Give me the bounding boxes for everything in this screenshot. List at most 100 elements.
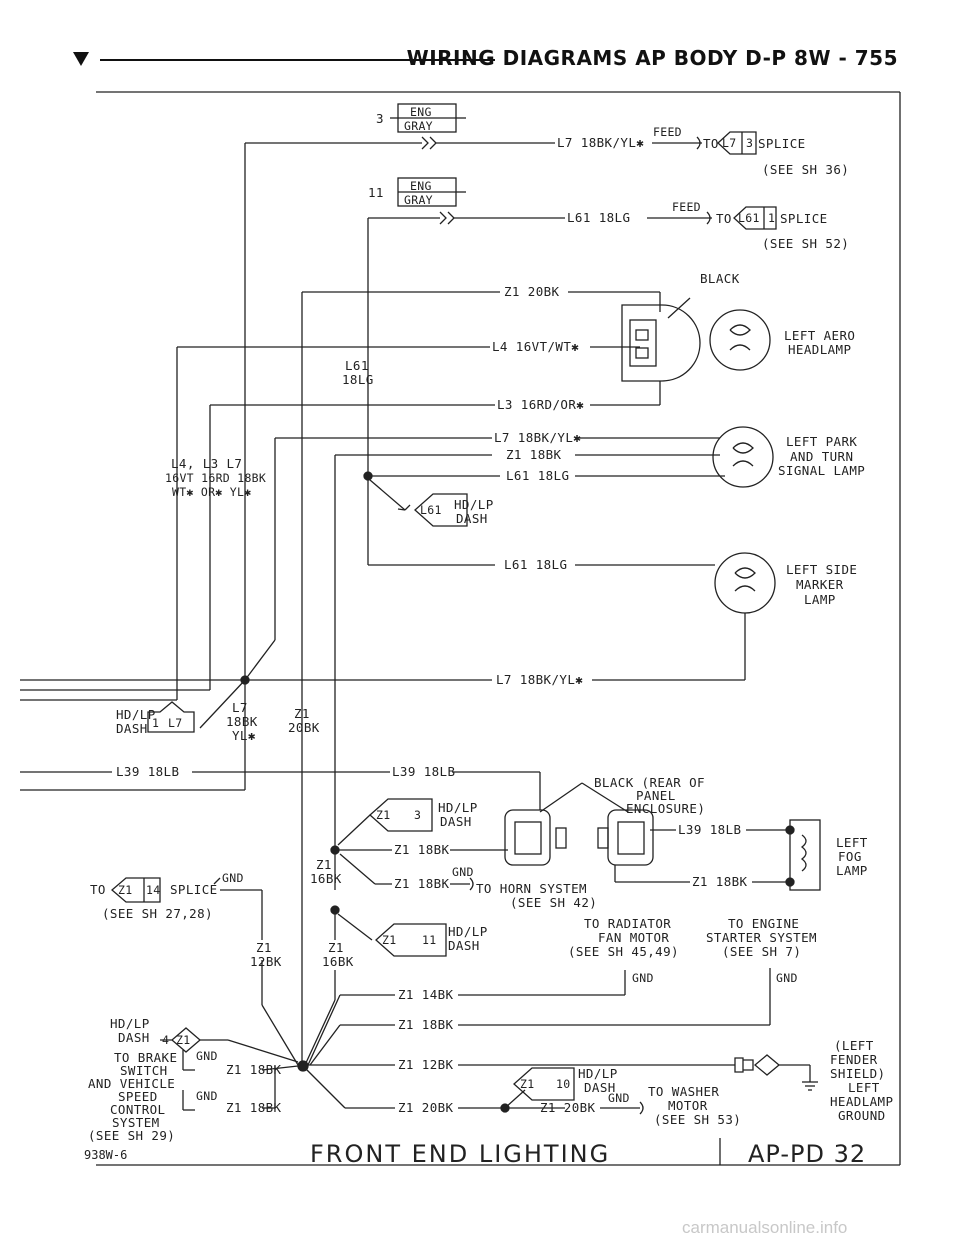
to-l61-pre: TO — [716, 211, 732, 226]
left-bundle-3: WT✱ OR✱ YL✱ — [172, 485, 251, 499]
wire-z1-18bk-fog: Z1 18BK — [692, 874, 748, 889]
hdlp-l7-tag-text: L7 — [168, 716, 182, 730]
fender-1: (LEFT — [834, 1038, 874, 1053]
brake-3: AND VEHICLE — [88, 1076, 175, 1091]
z1-10-num: 10 — [556, 1077, 570, 1091]
radiator-1: TO RADIATOR — [584, 916, 671, 931]
wire-l39-mid: L39 18LB — [392, 764, 455, 779]
l61-splice-tag — [733, 206, 777, 230]
starter-3: (SEE SH 7) — [722, 944, 801, 959]
to-l61-tag: L61 — [738, 211, 760, 225]
wire-l7-dash-1: L7 — [232, 700, 248, 715]
z1-10-label-2: DASH — [584, 1080, 616, 1095]
gnd-horn: GND — [452, 865, 474, 879]
page-number: AP-PD 32 — [748, 1140, 867, 1168]
brake-2: SWITCH — [120, 1063, 168, 1078]
z1-11-tag-text: Z1 — [382, 933, 396, 947]
connector-11-num: 11 — [368, 185, 384, 200]
wire-l61-park: L61 18LG — [506, 468, 569, 483]
rear-connector-right — [607, 809, 654, 866]
fender-3: SHIELD) — [830, 1066, 885, 1081]
wire-l39-fog: L39 18LB — [678, 822, 741, 837]
to-z1-14-tag: Z1 — [118, 883, 132, 897]
z1-10-tag — [513, 1067, 575, 1101]
to-l61-num: 1 — [768, 211, 775, 225]
fender-4: LEFT — [848, 1080, 880, 1095]
left-side-marker-lamp-symbol — [714, 552, 776, 614]
wire-z1-park: Z1 18BK — [506, 447, 562, 462]
to-horn: TO HORN SYSTEM — [476, 881, 587, 896]
left-aero-headlamp-symbol — [709, 309, 771, 371]
header-rule — [100, 59, 495, 61]
z1-11-num: 11 — [422, 933, 436, 947]
aero-label-2: HEADLAMP — [788, 342, 851, 357]
brake-4: SPEED — [118, 1089, 158, 1104]
connector-3-color: GRAY — [404, 119, 433, 133]
z1-14-splice-tag — [111, 877, 161, 903]
hdlp-4-label-2: DASH — [118, 1030, 150, 1045]
to-l7-tag: L7 — [722, 136, 736, 150]
park-label-1: LEFT PARK — [786, 434, 857, 449]
see-sh52: (SEE SH 52) — [762, 236, 849, 251]
side-label-1: LEFT SIDE — [786, 562, 857, 577]
brake-7: (SEE SH 29) — [88, 1128, 175, 1143]
z1-3-tag-text: Z1 — [376, 808, 390, 822]
see-sh36: (SEE SH 36) — [762, 162, 849, 177]
wire-z1-12bk-1: Z1 — [256, 940, 272, 955]
washer-1: TO WASHER — [648, 1084, 719, 1099]
wire-l7-top: L7 18BK/YL✱ — [557, 135, 644, 150]
park-label-2: AND TURN — [790, 449, 853, 464]
wire-l3: L3 16RD/OR✱ — [497, 397, 584, 412]
wire-z1-18bk-brake: Z1 18BK — [226, 1062, 282, 1077]
fog-label-2: FOG — [838, 849, 862, 864]
l7-splice-tag — [717, 131, 757, 155]
wire-l7-bottom: L7 18BK/YL✱ — [496, 672, 583, 687]
wire-z1-12bk: Z1 12BK — [398, 1057, 454, 1072]
page-header: WIRING DIAGRAMS AP BODY D-P 8W - 755 — [0, 28, 960, 88]
radiator-2: FAN MOTOR — [598, 930, 669, 945]
wire-l61-vert-2: 18LG — [342, 372, 374, 387]
brake-5: CONTROL — [110, 1102, 165, 1117]
hdlp-l61-tag — [414, 493, 468, 527]
wire-z1-18bk-horn: Z1 18BK — [394, 876, 450, 891]
black-connector-label: BLACK — [700, 271, 740, 286]
wire-z1-20bk: Z1 20BK — [504, 284, 560, 299]
wire-l7-dash-2: 18BK — [226, 714, 258, 729]
z1-11-tag — [375, 923, 447, 957]
z1-10-label-1: HD/LP — [578, 1066, 618, 1081]
wire-l7-dash-3: YL✱ — [232, 728, 256, 743]
figure-code: 938W-6 — [84, 1148, 128, 1162]
z1-10-tag-text: Z1 — [520, 1077, 534, 1091]
gnd-speed: GND — [196, 1089, 218, 1103]
wire-z1-16bk-1: Z1 — [316, 857, 332, 872]
wire-l61-vert-1: L61 — [345, 358, 369, 373]
wire-z1-16bk-b-2: 16BK — [322, 954, 354, 969]
fender-5: HEADLAMP — [830, 1094, 893, 1109]
wire-l61-top: L61 18LG — [567, 210, 630, 225]
triangle-marker-icon — [73, 52, 89, 66]
brake-6: SYSTEM — [112, 1115, 160, 1130]
fender-6: GROUND — [838, 1108, 886, 1123]
wire-z1-dash-2: 20BK — [288, 720, 320, 735]
left-fog-lamp-symbol — [789, 819, 821, 891]
to-z1-14-num: 14 — [146, 883, 160, 897]
see-sh27: (SEE SH 27,28) — [102, 906, 213, 921]
black-rear-1: BLACK (REAR OF — [594, 775, 705, 790]
gnd-brake: GND — [196, 1049, 218, 1063]
hdlp-4-tag — [160, 1027, 201, 1053]
wire-z1-dash-1: Z1 — [294, 706, 310, 721]
headlamp-connector — [621, 304, 701, 382]
starter-1: TO ENGINE — [728, 916, 799, 931]
black-rear-2: PANEL — [636, 788, 676, 803]
rear-connector-left — [504, 809, 551, 866]
wire-z1-12bk-2: 12BK — [250, 954, 282, 969]
z1-3-label-2: DASH — [440, 814, 472, 829]
hdlp-l61-tag-text: L61 — [420, 503, 442, 517]
fender-2: FENDER — [830, 1052, 878, 1067]
wire-z1-18bk-a: Z1 18BK — [394, 842, 450, 857]
wire-z1-20bk-c: Z1 20BK — [540, 1100, 596, 1115]
hdlp-l7-label-2: DASH — [116, 721, 148, 736]
wire-z1-16bk-b-1: Z1 — [328, 940, 344, 955]
